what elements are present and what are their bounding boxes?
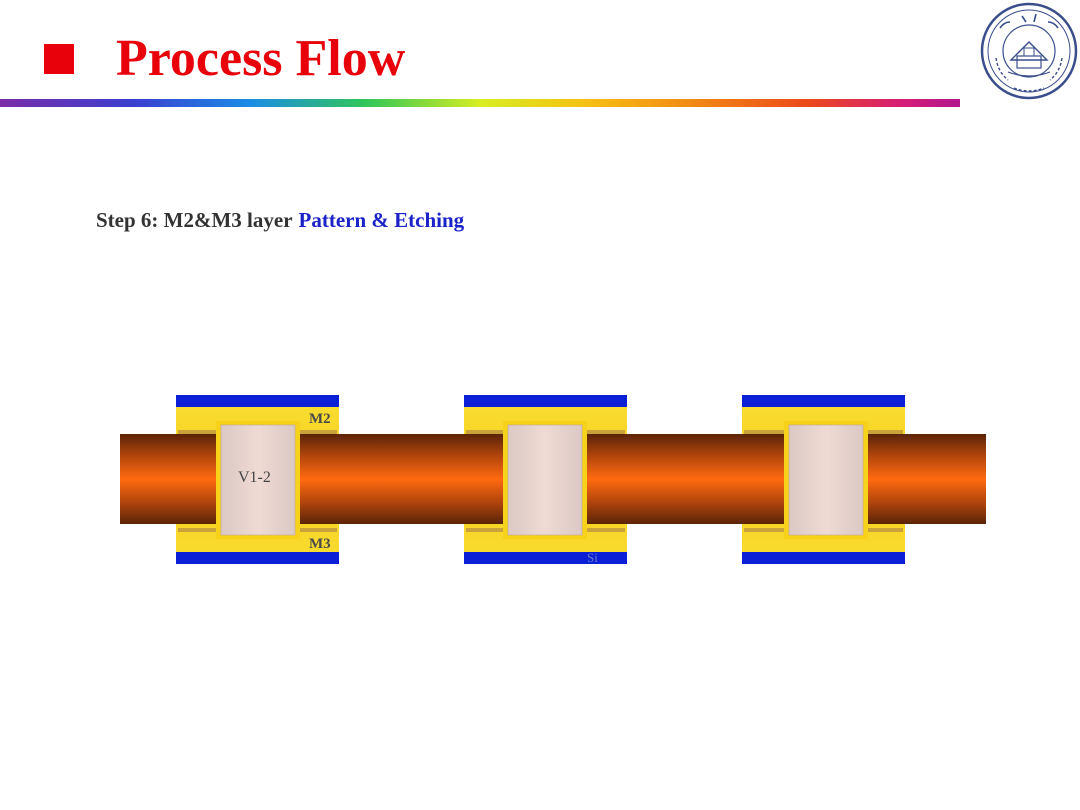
- rainbow-divider: [0, 99, 960, 107]
- via-fill-3: [788, 424, 864, 536]
- via-fill-2: [507, 424, 583, 536]
- label-m2: M2: [309, 411, 331, 427]
- copper-line-segment-4: [866, 434, 986, 524]
- slide-title: Process Flow: [116, 30, 406, 87]
- university-seal-logo: [980, 2, 1078, 100]
- m2-metal-pattern-2: [464, 395, 627, 407]
- m3-metal-pattern-2: [464, 552, 627, 564]
- copper-line-segment-3: [585, 434, 786, 524]
- m3-metal-pattern-3: [742, 552, 905, 564]
- label-m3: M3: [309, 536, 331, 552]
- step-description: Step 6: M2&M3 layer: [96, 208, 293, 232]
- m2-metal-pattern-3: [742, 395, 905, 407]
- copper-line-segment-2: [298, 434, 505, 524]
- m2-metal-pattern-1: [176, 395, 339, 407]
- copper-line-segment-1: [120, 434, 218, 524]
- label-via: V1-2: [238, 469, 271, 486]
- title-bullet: [44, 44, 74, 74]
- step-action: Pattern & Etching: [298, 208, 465, 232]
- m3-metal-pattern-1: [176, 552, 339, 564]
- via-fill-1: [220, 424, 296, 536]
- label-substrate: Si: [587, 550, 598, 565]
